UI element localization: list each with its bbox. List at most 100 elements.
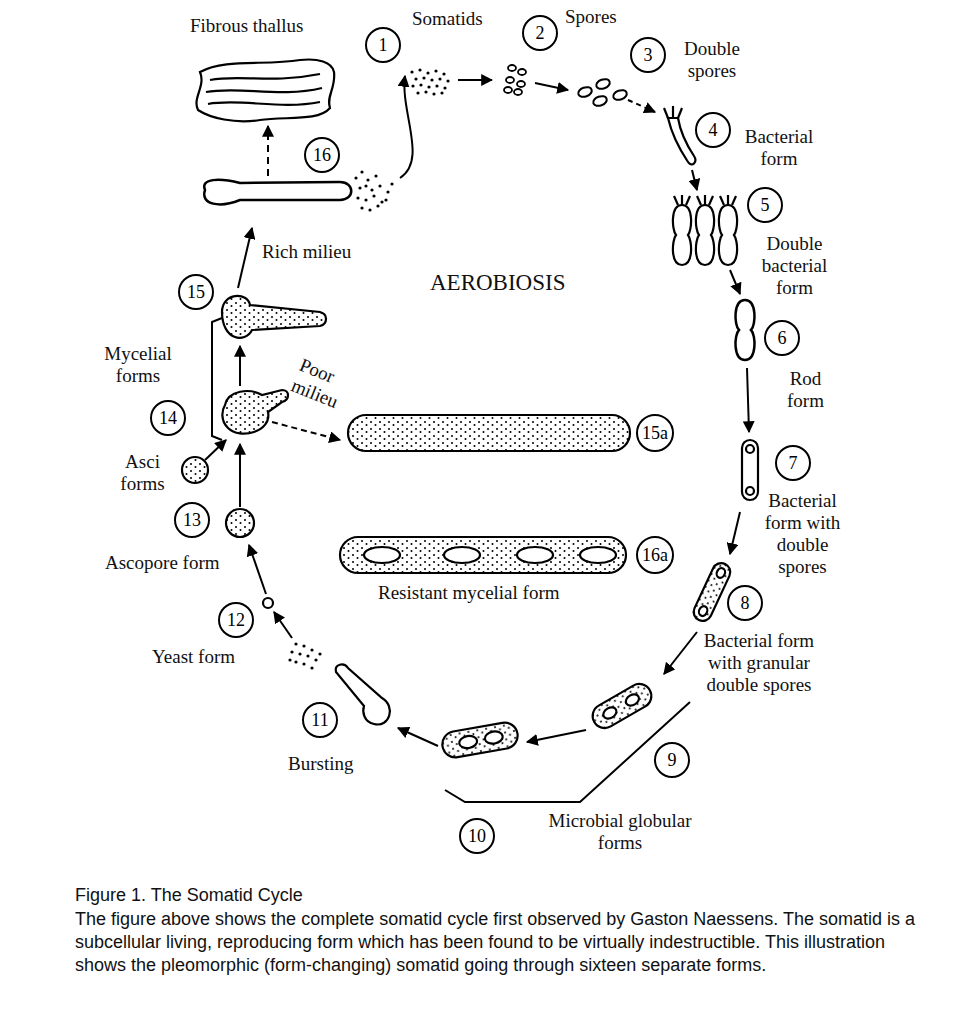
drawing-part	[239, 444, 241, 507]
drawing-part	[681, 195, 683, 205]
callout-number: 13	[174, 502, 210, 538]
number-text: 3	[644, 45, 653, 65]
fibrous-thallus	[196, 60, 334, 122]
spores	[504, 65, 526, 95]
callout-number: 8	[727, 585, 763, 621]
drawing-part	[206, 88, 322, 92]
drawing-part	[418, 68, 421, 71]
drawing-part	[222, 296, 326, 338]
drawing-part	[212, 318, 222, 440]
callout-number: 7	[775, 445, 811, 481]
drawing-part	[704, 195, 706, 205]
drawing-part	[364, 184, 367, 187]
drawing-part	[267, 126, 269, 176]
number-text: 5	[761, 195, 770, 215]
number-text: 8	[741, 593, 750, 613]
bursting-dots	[288, 642, 321, 669]
region-label: AEROBIOSIS	[430, 270, 620, 296]
drawing-part	[376, 204, 379, 207]
callout-number: 6	[764, 320, 800, 356]
drawing-part	[356, 196, 359, 199]
callout-number: 15a	[636, 414, 674, 452]
drawing-part	[440, 721, 519, 760]
form-label: Bursting	[288, 753, 383, 775]
drawing-part	[249, 545, 266, 594]
drawing-part	[601, 705, 618, 721]
callout-number: 2	[522, 15, 558, 51]
drawing-part	[411, 84, 414, 87]
drawing-part	[514, 89, 522, 95]
microbial-globular-form	[440, 721, 519, 760]
drawing-part	[504, 87, 512, 93]
drawing-part	[673, 205, 691, 265]
drawing-part	[612, 88, 628, 101]
drawing-part	[678, 108, 682, 118]
drawing-part	[368, 208, 371, 211]
drawing-part	[443, 86, 446, 89]
drawing-part	[506, 77, 514, 83]
drawing-part	[358, 186, 361, 189]
drawing-part	[210, 74, 320, 80]
number-text: 15	[187, 282, 205, 302]
drawing-part	[422, 76, 425, 79]
drawing-part	[400, 76, 413, 178]
callout-number: 11	[302, 702, 338, 738]
drawing-part	[446, 79, 449, 82]
figure-title: Figure 1. The Somatid Cycle	[75, 884, 915, 907]
form-label: Rod form	[778, 368, 833, 412]
drawing-part	[458, 735, 478, 750]
drawing-part	[272, 422, 340, 440]
rich-milieu-form	[204, 180, 351, 204]
number-text: 1	[379, 35, 388, 55]
number-text: 9	[668, 750, 677, 770]
drawing-part	[360, 170, 363, 173]
drawing-part	[348, 415, 630, 451]
number-text: 15a	[642, 423, 668, 443]
drawing-part	[306, 654, 309, 657]
drawing-part	[664, 632, 697, 674]
drawing-part	[664, 108, 668, 118]
drawing-part	[336, 665, 390, 725]
drawing-part	[384, 198, 387, 201]
drawing-part	[238, 228, 252, 288]
drawing-part	[696, 205, 714, 265]
drawing-part	[730, 512, 740, 554]
drawing-part	[410, 70, 413, 73]
form-label: Bacterial form with double spores	[755, 490, 850, 578]
number-text: 16	[313, 145, 331, 165]
drawing-part	[302, 662, 305, 665]
drawing-part	[372, 194, 375, 197]
number-text: 7	[789, 453, 798, 473]
bacterial-form-granular-spores	[691, 560, 734, 624]
callout-number: 4	[695, 112, 731, 148]
drawing-part	[196, 60, 334, 122]
resistant-mycelial-form	[340, 537, 626, 573]
drawing-part	[298, 652, 301, 655]
form-label: Somatids	[412, 8, 507, 30]
form-label: Poor milieu	[288, 354, 362, 418]
bacterial-form-double-spores	[742, 440, 758, 500]
double-bacterial-form	[673, 195, 737, 265]
drawing-part	[386, 190, 389, 193]
drawing-part	[624, 692, 641, 708]
number-text: 12	[227, 610, 245, 630]
drawing-part	[535, 83, 568, 90]
drawing-part	[577, 85, 593, 98]
number-text: 6	[778, 328, 787, 348]
drawing-part	[366, 178, 369, 181]
drawing-part	[380, 200, 383, 203]
drawing-part	[263, 598, 273, 608]
drawing-part	[580, 547, 616, 563]
drawing-part	[595, 77, 611, 90]
drawing-part	[274, 612, 292, 638]
callout-number: 15	[178, 274, 214, 310]
drawing-part	[727, 195, 729, 205]
drawing-part	[720, 196, 724, 205]
form-label: Spores	[565, 6, 640, 28]
figure-caption: The figure above shows the complete soma…	[75, 908, 920, 977]
drawing-part	[686, 196, 690, 205]
drawing-part	[517, 547, 553, 563]
drawing-part	[691, 560, 734, 624]
drawing-part	[310, 666, 313, 669]
drawing-part	[364, 547, 400, 563]
